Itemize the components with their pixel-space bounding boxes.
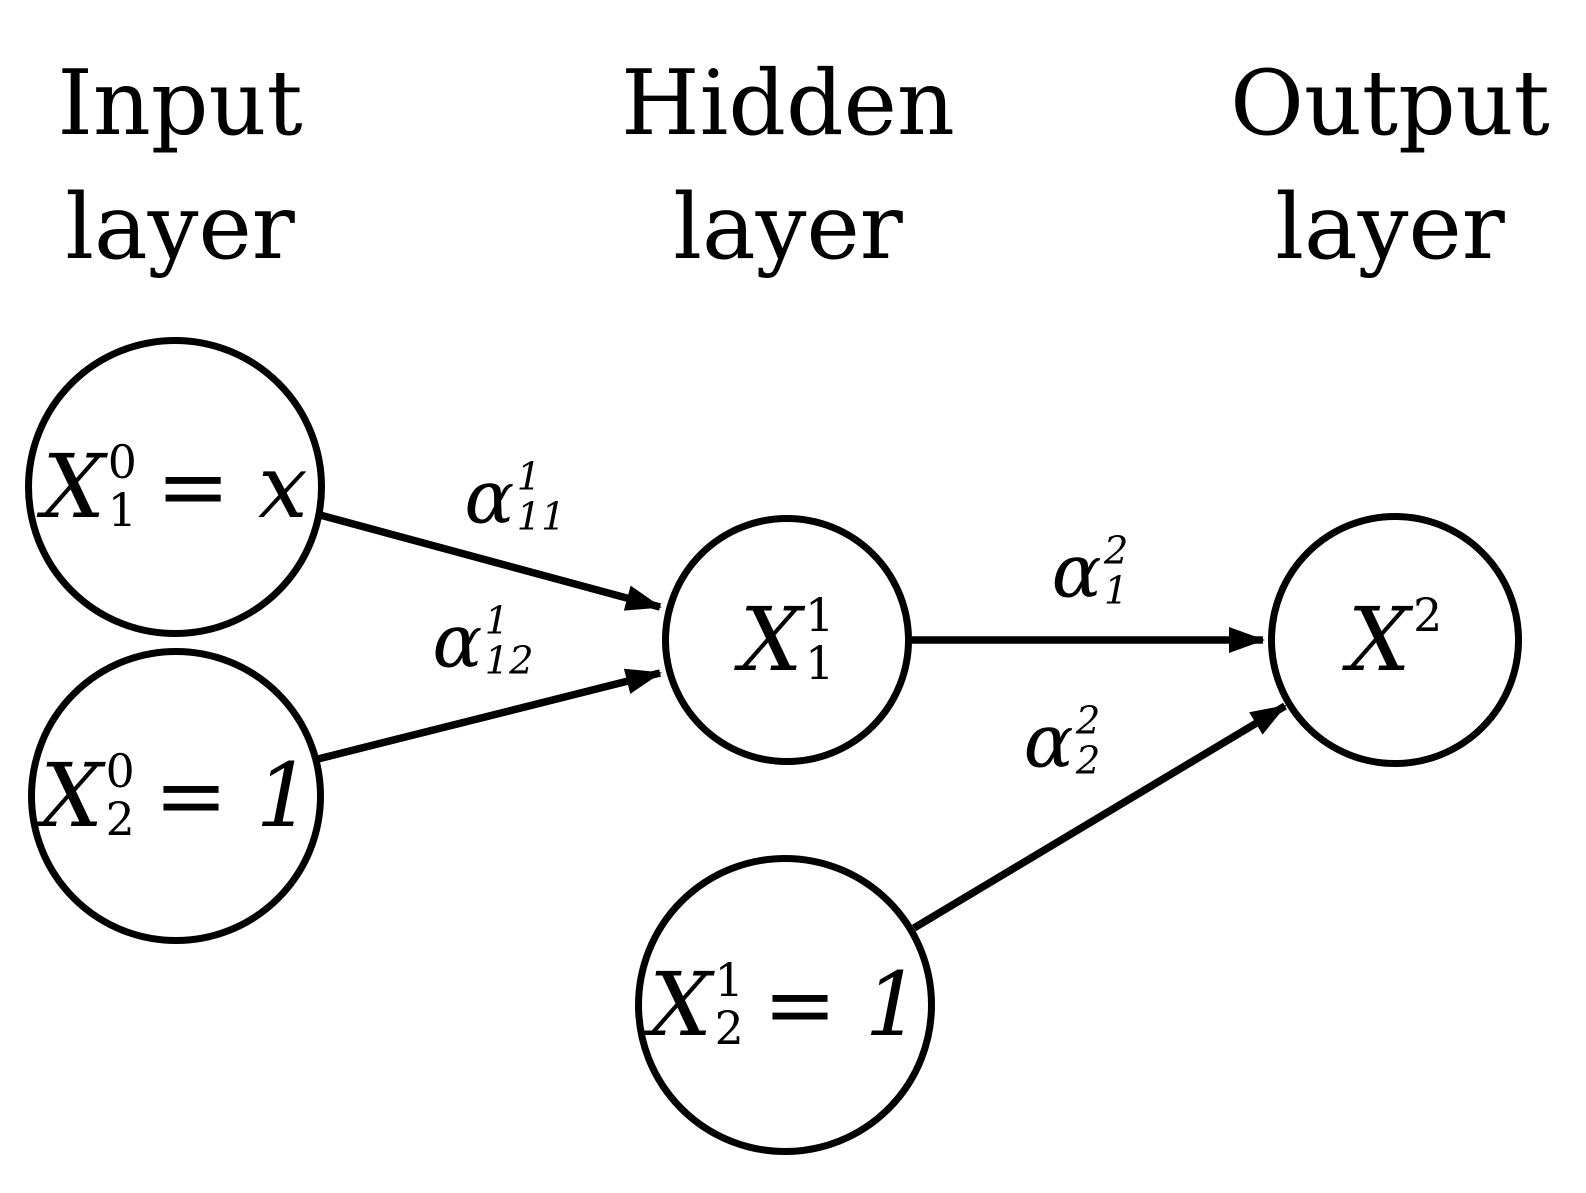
edge-base: α — [1051, 529, 1102, 615]
edge-subscript: 2 — [1075, 739, 1101, 784]
edge-superscript: 1 — [484, 598, 510, 644]
header-input-layer: Input layer — [57, 51, 303, 281]
node-equation: = 1 — [154, 744, 312, 847]
node-base: X — [42, 435, 106, 538]
edge-subscript: 1 — [1103, 569, 1129, 614]
node-subscript: 2 — [714, 1002, 744, 1055]
node-subscript: 1 — [107, 484, 137, 537]
edge-a11-arrow — [319, 511, 662, 611]
header-output-layer: Output layer — [1230, 51, 1550, 281]
edge-a22-arrow — [912, 702, 1287, 932]
edge-superscript: 2 — [1103, 528, 1129, 574]
edge-base: α — [464, 455, 515, 541]
edge-a12-arrow — [317, 668, 662, 763]
node-scripts: 2 — [1413, 588, 1443, 688]
edge-subscript: 11 — [516, 495, 566, 540]
node-superscript: 0 — [105, 744, 135, 798]
node-equation: = x — [156, 435, 308, 538]
node-superscript: 0 — [107, 435, 137, 489]
node-equation: = 1 — [763, 953, 921, 1056]
node-superscript: 2 — [1413, 588, 1443, 642]
node-superscript: 1 — [805, 588, 835, 642]
edge-base: α — [1023, 699, 1074, 785]
node-subscript: 2 — [105, 793, 135, 846]
edge-base: α — [432, 599, 483, 685]
edge-subscript: 12 — [484, 639, 534, 684]
header-hidden-layer: Hidden layer — [621, 51, 955, 281]
node-subscript: 1 — [805, 637, 835, 690]
edge-superscript: 1 — [516, 454, 542, 500]
node-base: X — [1347, 588, 1411, 691]
node-superscript: 1 — [714, 953, 744, 1007]
node-base: X — [40, 744, 103, 847]
node-base: X — [739, 588, 803, 691]
edge-superscript: 2 — [1075, 698, 1101, 744]
node-base: X — [649, 953, 712, 1056]
